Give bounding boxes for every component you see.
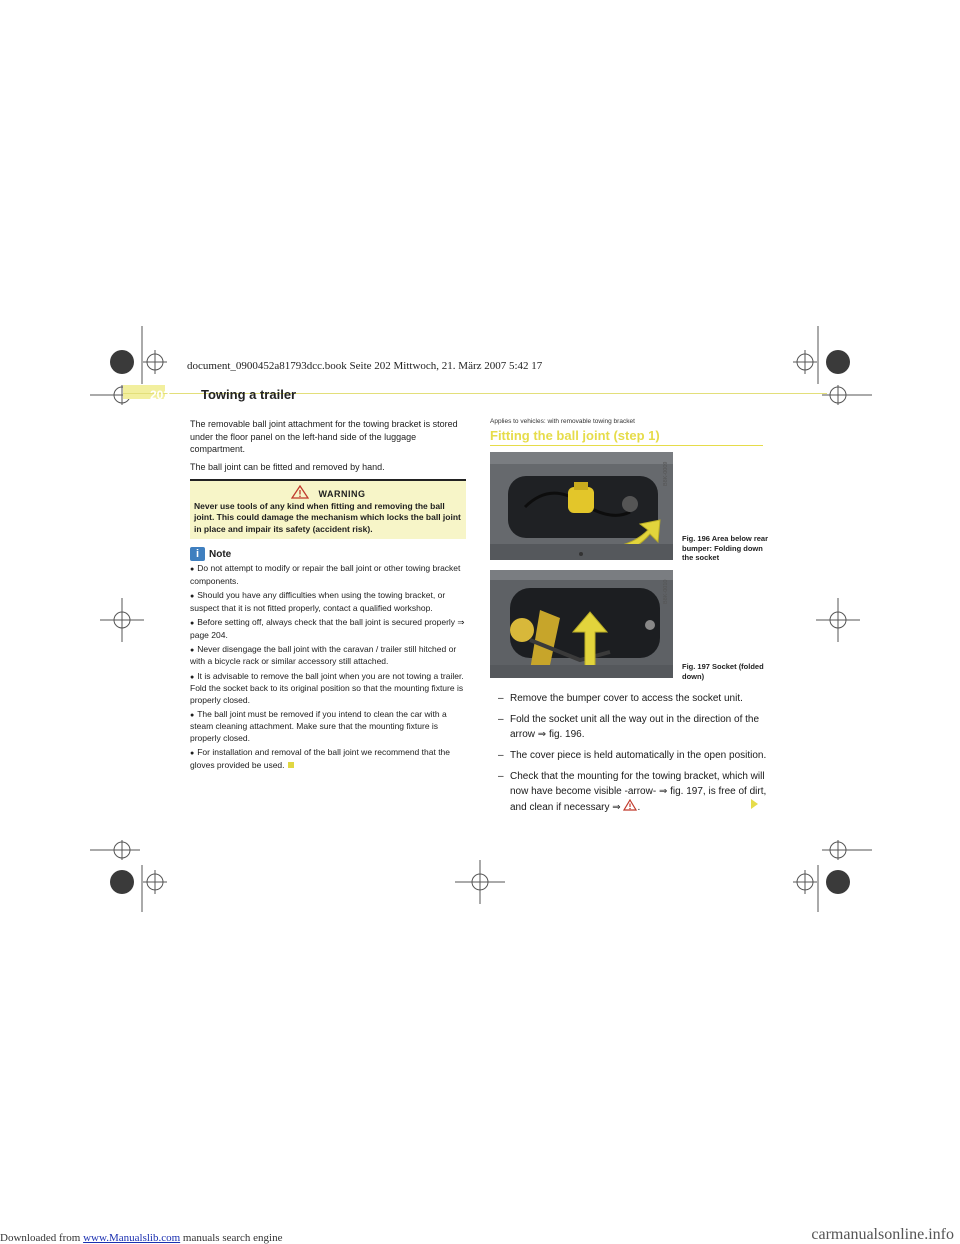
intro-paragraph: The removable ball joint attachment for …	[190, 419, 458, 455]
figure-196-image: B8K-0009	[490, 452, 673, 560]
section-title: Fitting the ball joint (step 1)	[490, 428, 660, 443]
print-crop-label: document_0900452a81793dcc.book Seite 202…	[187, 360, 543, 372]
warning-reference-icon	[623, 798, 638, 811]
note-bullet: ●It is advisable to remove the ball join…	[190, 670, 464, 705]
watermark-text: carmanualsonline.info	[811, 1226, 954, 1243]
page-number: 202	[150, 388, 171, 402]
instruction-steps: –Remove the bumper cover to access the s…	[490, 691, 770, 821]
left-column: The removable ball joint attachment for …	[190, 418, 466, 774]
figure-196-caption: Fig. 196 Area below rear bumper: Folding…	[682, 534, 769, 562]
figure-197-caption: Fig. 197 Socket (folded down)	[682, 662, 764, 681]
note-heading: i Note	[190, 547, 466, 562]
continue-arrow-icon	[751, 799, 758, 809]
header-rule	[123, 393, 827, 394]
figure-197-image: B8K-0010	[490, 570, 673, 678]
socket-folding-illustration	[490, 452, 673, 560]
footer-suffix: manuals search engine	[182, 1232, 283, 1244]
figure-code: B8K-0009	[663, 461, 669, 486]
warning-text: Never use tools of any kind when fitting…	[194, 500, 461, 534]
step-item: –The cover piece is held automatically i…	[498, 750, 767, 761]
note-bullet: ●Before setting off, always check that t…	[190, 617, 465, 640]
section-end-mark	[287, 761, 294, 768]
note-bullet: ●Should you have any difficulties when u…	[190, 590, 446, 613]
applies-to-label: Applies to vehicles: with removable towi…	[490, 418, 635, 425]
hand-fitting-paragraph: The ball joint can be fitted and removed…	[190, 461, 385, 472]
chapter-title: Towing a trailer	[201, 387, 297, 402]
download-footer: Downloaded from www.Manualslib.com manua…	[0, 1232, 282, 1244]
warning-heading: WARNING	[194, 485, 462, 501]
manualslib-link[interactable]: www.Manualslib.com	[83, 1232, 181, 1244]
note-bullet: ●Never disengage the ball joint with the…	[190, 643, 457, 667]
figure-code: B8K-0010	[663, 579, 669, 604]
step-item: –Fold the socket unit all the way out in…	[498, 714, 760, 740]
note-title: Note	[209, 548, 232, 560]
info-icon: i	[190, 547, 205, 562]
warning-title: WARNING	[318, 489, 366, 500]
note-bullet: ●Do not attempt to modify or repair the …	[190, 563, 461, 586]
socket-folded-down-illustration	[490, 570, 673, 678]
warning-triangle-icon	[290, 485, 309, 500]
step-item: –Check that the mounting for the towing …	[498, 771, 767, 813]
warning-box: WARNING Never use tools of any kind when…	[190, 479, 466, 540]
note-bullet: ●The ball joint must be removed if you i…	[190, 708, 447, 743]
section-title-rule	[490, 445, 763, 446]
section-heading-block: Applies to vehicles: with removable towi…	[490, 418, 765, 446]
note-bullet: ●For installation and removal of the bal…	[190, 747, 451, 770]
page-tab	[123, 385, 165, 399]
footer-prefix: Downloaded from	[0, 1232, 81, 1244]
step-item: –Remove the bumper cover to access the s…	[498, 693, 743, 704]
